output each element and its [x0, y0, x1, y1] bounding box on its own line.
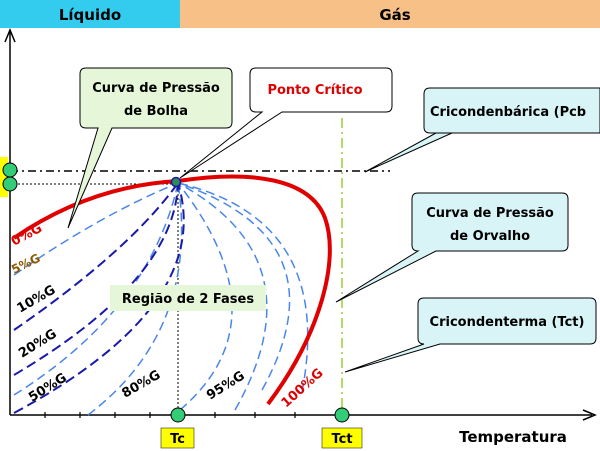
- bubble-curve-callout: [67, 67, 233, 229]
- cricondenbar-label: Cricondenbárica (Pcb: [430, 105, 586, 120]
- dew-curve-label-line1: Curva de Pressão: [426, 206, 554, 221]
- bubble-point-curve: [12, 179, 179, 240]
- quality-line-20: [13, 182, 179, 376]
- bubble-curve-label-line2: de Bolha: [124, 104, 188, 119]
- dew-curve-label-line2: de Orvalho: [450, 229, 530, 244]
- liquid-header-label: Líquido: [59, 6, 121, 24]
- y-axis-arrow: [4, 28, 16, 43]
- cricondenbar-callout: [364, 87, 600, 173]
- quality-line-10: [13, 182, 179, 331]
- tc-label: Tc: [170, 432, 185, 447]
- x-axis-ticks: [44, 412, 296, 418]
- two-phase-region-box: [110, 285, 266, 311]
- tct-label-box: [321, 427, 363, 449]
- quality-label-50: 50%G: [26, 371, 69, 406]
- two-phase-region-label: Região de 2 Fases: [122, 292, 254, 307]
- gas-header-bar: [180, 0, 600, 28]
- quality-label-5: 5%G: [9, 251, 42, 277]
- critical-point-callout: [179, 67, 393, 179]
- tct-marker: [334, 407, 350, 423]
- critical-point-label: Ponto Crítico: [267, 83, 362, 98]
- quality-label-20: 20%G: [16, 327, 59, 362]
- quality-line-98: [177, 182, 291, 391]
- y-marker-backdrop: [0, 157, 8, 197]
- cricondenbar-marker: [2, 162, 18, 178]
- quality-label-10: 10%G: [15, 283, 59, 317]
- quality-line-80: [87, 182, 183, 416]
- quality-line-5: [13, 182, 179, 276]
- quality-label-95: 95%G: [204, 369, 247, 404]
- tc-label-box: [160, 427, 195, 449]
- quality-label-0: 0%G: [9, 221, 45, 250]
- bubble-curve-label-line1: Curva de Pressão: [92, 81, 220, 96]
- cricondentherm-callout: [344, 297, 597, 373]
- tct-label: Tct: [331, 432, 352, 447]
- critical-point-marker: [170, 176, 182, 188]
- liquid-header-bar: [0, 0, 180, 28]
- x-axis-arrow: [582, 409, 597, 421]
- critical-pressure-marker: [2, 176, 18, 192]
- tc-marker: [170, 407, 186, 423]
- cricondentherm-label: Cricondenterma (Tct): [430, 315, 585, 330]
- dew-curve-callout: [335, 192, 569, 303]
- quality-line-99: [177, 182, 309, 393]
- quality-line-95: [177, 182, 268, 411]
- x-axis-label: Temperatura: [459, 428, 567, 446]
- dew-point-curve: [177, 174, 332, 406]
- gas-header-label: Gás: [379, 6, 410, 24]
- quality-label-100: 100%G: [279, 366, 327, 411]
- quality-label-80: 80%G: [120, 368, 164, 402]
